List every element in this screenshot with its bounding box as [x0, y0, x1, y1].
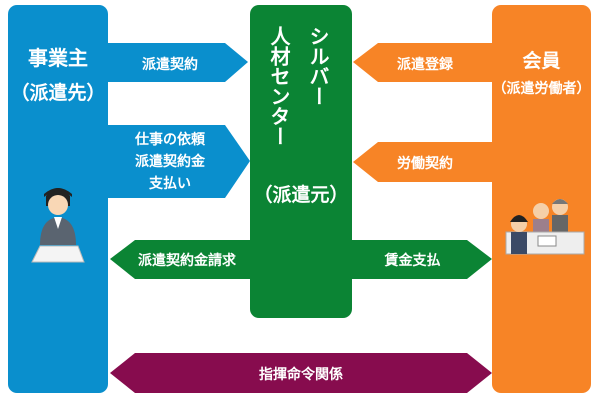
label-command-relationship: 指揮命令関係 — [259, 367, 343, 383]
arrow-work-request — [108, 125, 250, 198]
arrow-labor-contract — [353, 142, 492, 182]
label-labor-contract: 労働契約 — [397, 156, 453, 172]
arrow-fee-billing — [110, 240, 250, 279]
arrow-wage-payment — [352, 240, 492, 279]
label-work-request-3: 支払い — [149, 176, 191, 192]
label-wage-payment: 賃金支払 — [384, 253, 441, 269]
center-title-line2: 人材センター — [267, 26, 291, 146]
employer-subtitle: （派遣先） — [10, 82, 106, 104]
center-title-line1: シルバー — [306, 26, 330, 106]
label-fee-billing: 派遣契約金請求 — [138, 253, 236, 269]
center-column — [250, 5, 352, 318]
member-group-illustration — [505, 199, 585, 255]
arrow-command-relationship — [110, 353, 492, 393]
arrow-dispatch-contract — [108, 43, 248, 82]
label-dispatch-registration: 派遣登録 — [397, 57, 453, 73]
employer-title: 事業主 — [28, 46, 88, 70]
member-subtitle: （派遣労働者） — [492, 81, 591, 97]
label-work-request-1: 仕事の依頼 — [135, 132, 205, 148]
employer-person-illustration — [31, 188, 85, 263]
label-dispatch-contract: 派遣契約 — [142, 57, 198, 73]
member-title: 会員 — [522, 50, 561, 72]
label-work-request-2: 派遣契約金 — [135, 154, 205, 170]
arrow-dispatch-registration — [353, 43, 492, 82]
member-column — [492, 5, 591, 393]
center-subtitle: （派遣元） — [253, 184, 349, 206]
